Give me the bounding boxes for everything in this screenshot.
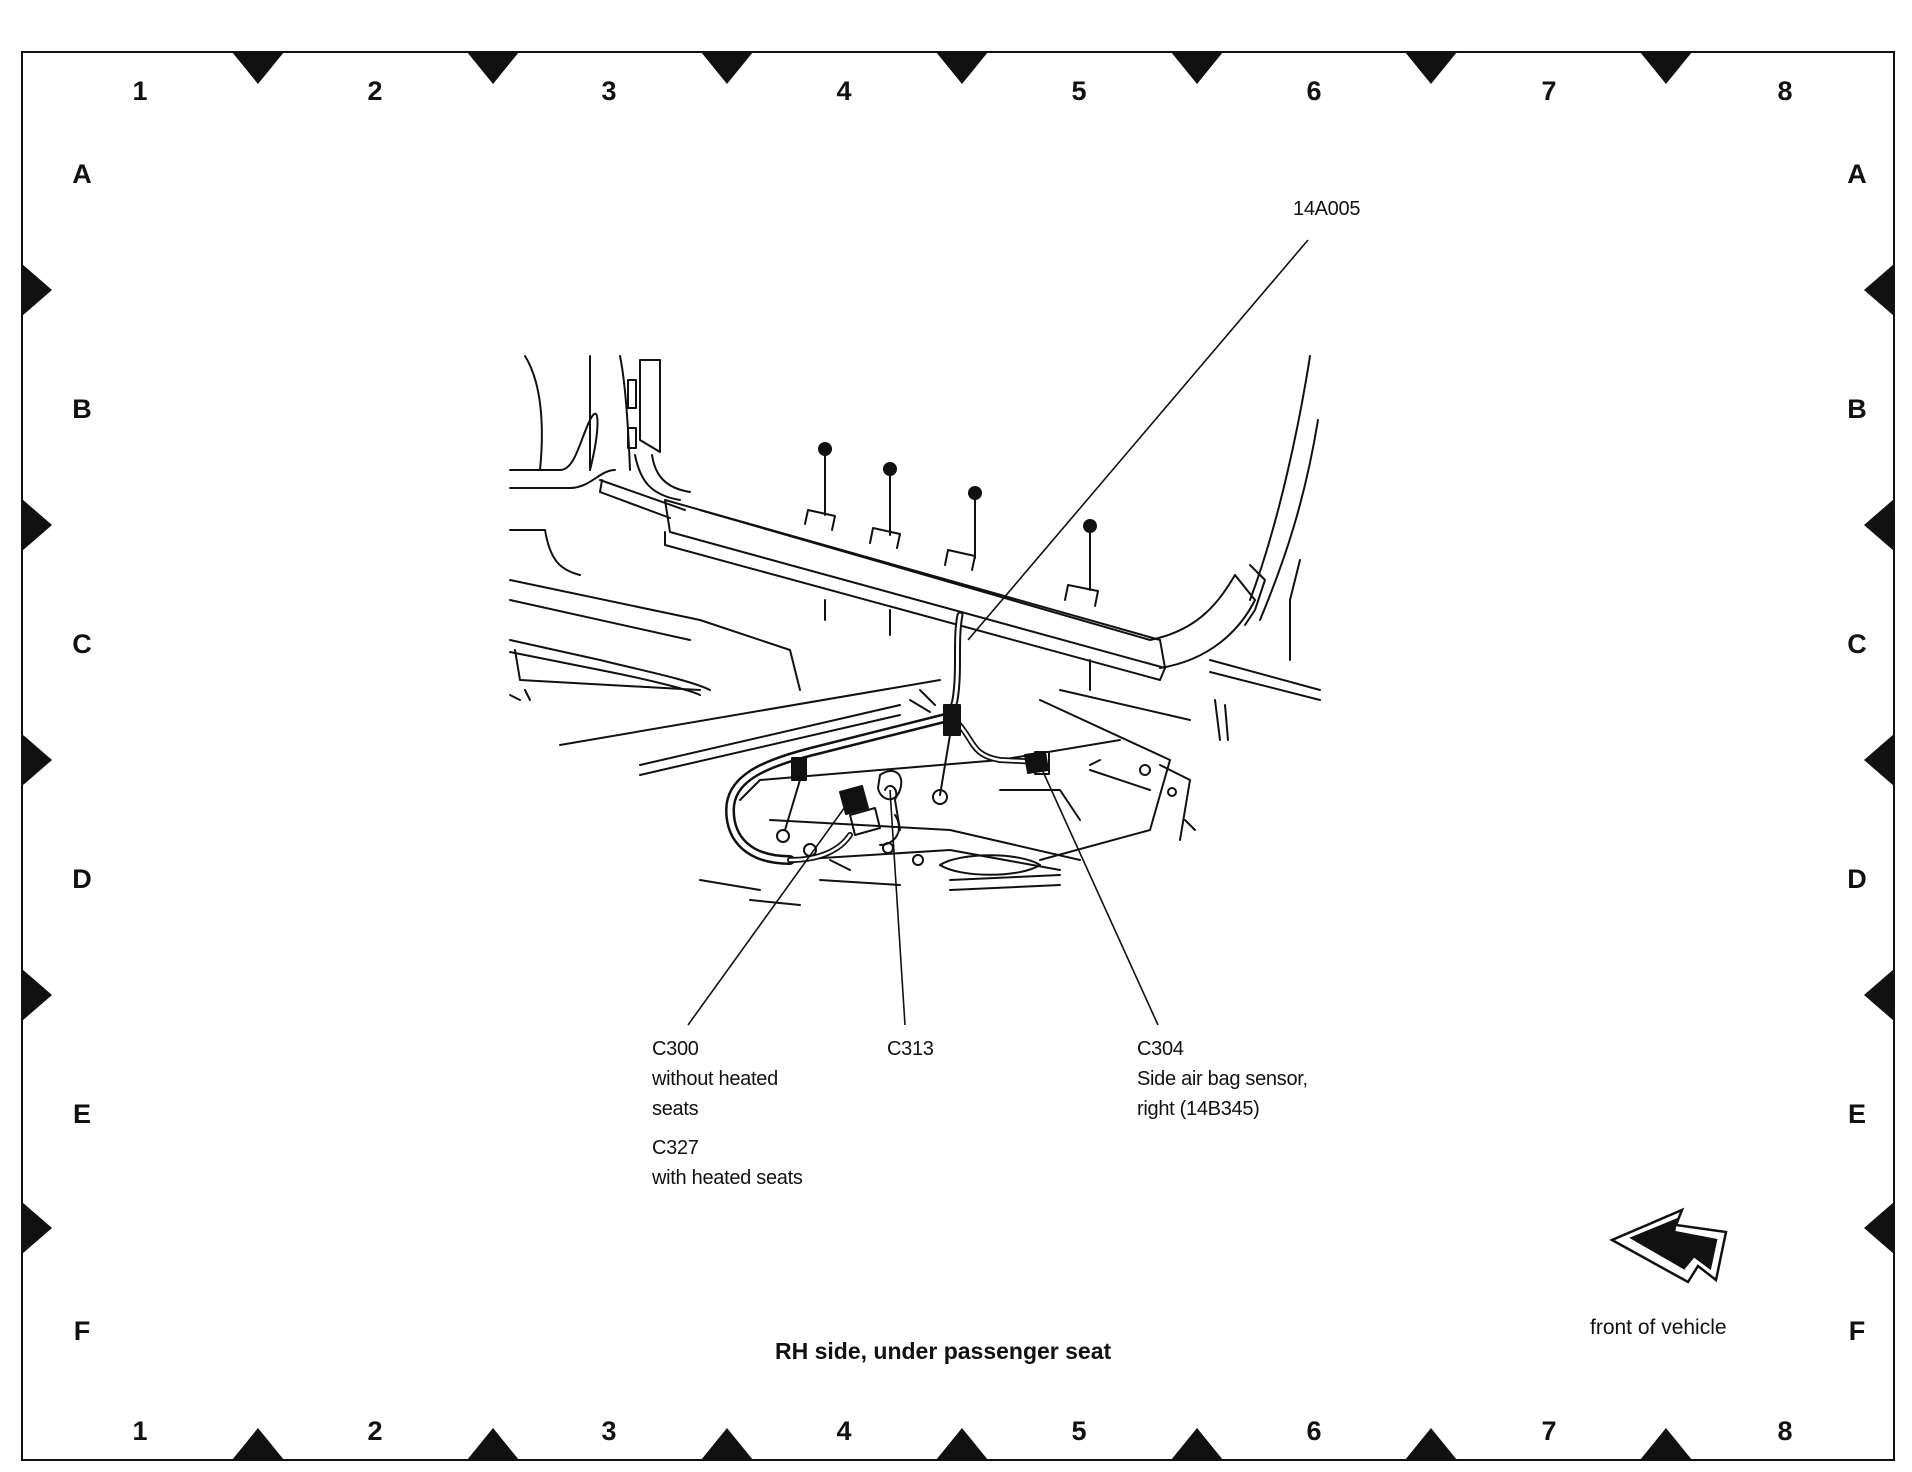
grid-row-left-D: D — [72, 864, 92, 894]
connector-c304 — [1024, 751, 1049, 774]
grid-column-top-5: 5 — [1071, 76, 1087, 106]
grid-column-top-1: 1 — [132, 76, 148, 106]
c300-connector-id: C300 — [652, 1038, 699, 1060]
grid-column-bottom-4: 4 — [836, 1416, 852, 1446]
grid-column-top-7: 7 — [1541, 76, 1557, 106]
grid-column-bottom-2: 2 — [367, 1416, 383, 1446]
grid-marker-bottom-4 — [936, 1428, 988, 1460]
grid-row-left-F: F — [73, 1316, 91, 1346]
grid-marker-left-5 — [22, 1202, 52, 1254]
grid-row-right-E: E — [1847, 1099, 1866, 1129]
grid-marker-left-1 — [22, 264, 52, 316]
callout-c313: C313 — [887, 1034, 934, 1064]
grid-marker-right-3 — [1864, 734, 1894, 786]
grid-marker-bottom-3 — [701, 1428, 753, 1460]
harness-id: 14A005 — [1293, 198, 1361, 220]
c304-connector-id: C304 — [1137, 1038, 1184, 1060]
grid-marker-bottom-5 — [1171, 1428, 1223, 1460]
grid-marker-bottom-1 — [232, 1428, 284, 1460]
grid-row-left-E: E — [72, 1099, 91, 1129]
leader-14a005 — [967, 239, 1309, 641]
grid-marker-top-2 — [467, 52, 519, 84]
grid-marker-bottom-2 — [467, 1428, 519, 1460]
grid-column-top-2: 2 — [367, 76, 383, 106]
callout-14a005: 14A005 — [1293, 194, 1360, 224]
leader-c313 — [889, 789, 906, 1026]
grid-row-left-B: B — [72, 394, 92, 424]
grid-column-bottom-3: 3 — [601, 1416, 617, 1446]
sheet-border — [21, 51, 1895, 1461]
grid-marker-bottom-7 — [1640, 1428, 1692, 1460]
grid-row-right-C: C — [1847, 629, 1867, 659]
callout-c327: C327 with heated seats — [652, 1133, 803, 1193]
grid-column-bottom-8: 8 — [1777, 1416, 1793, 1446]
grid-column-bottom-6: 6 — [1306, 1416, 1322, 1446]
grid-row-right-D: D — [1847, 864, 1867, 894]
grid-marker-top-1 — [232, 52, 284, 84]
grid-column-bottom-5: 5 — [1071, 1416, 1087, 1446]
grid-marker-left-3 — [22, 734, 52, 786]
view-caption: RH side, under passenger seat — [775, 1338, 1112, 1364]
c304-note-line2: right (14B345) — [1137, 1098, 1260, 1120]
front-of-vehicle-label: front of vehicle — [1590, 1316, 1727, 1339]
vehicle-floor-illustration — [509, 355, 1321, 906]
grid-marker-top-7 — [1640, 52, 1692, 84]
leader-c300 — [687, 799, 851, 1026]
leader-c304 — [1039, 764, 1159, 1026]
callout-c304: C304 Side air bag sensor, right (14B345) — [1137, 1034, 1308, 1124]
grid-marker-right-1 — [1864, 264, 1894, 316]
grid-marker-right-5 — [1864, 1202, 1894, 1254]
grid-row-left-C: C — [72, 629, 92, 659]
grid-marker-bottom-6 — [1405, 1428, 1457, 1460]
grid-row-right-A: A — [1847, 159, 1867, 189]
callout-c300: C300 without heated seats — [652, 1034, 778, 1124]
grid-marker-right-2 — [1864, 499, 1894, 551]
screws — [818, 442, 1097, 691]
grid-column-bottom-7: 7 — [1541, 1416, 1557, 1446]
c313-connector-id: C313 — [887, 1038, 934, 1060]
c300-note-line1: without heated — [652, 1068, 778, 1090]
c304-note-line1: Side air bag sensor, — [1137, 1068, 1308, 1090]
grid-column-top-3: 3 — [601, 76, 617, 106]
grid-marker-left-2 — [22, 499, 52, 551]
c300-note-line2: seats — [652, 1098, 699, 1120]
direction-arrow-icon — [1609, 1207, 1728, 1284]
callout-leaders — [687, 239, 1309, 1026]
grid-marker-right-4 — [1864, 969, 1894, 1021]
grid-row-right-B: B — [1847, 394, 1867, 424]
connector-c313 — [877, 770, 903, 846]
grid-marker-left-4 — [22, 969, 52, 1021]
grid-marker-top-5 — [1171, 52, 1223, 84]
grid-marker-top-6 — [1405, 52, 1457, 84]
grid-row-right-F: F — [1848, 1316, 1866, 1346]
c327-connector-id: C327 — [652, 1137, 699, 1159]
grid-column-top-6: 6 — [1306, 76, 1322, 106]
grid-row-left-A: A — [72, 159, 92, 189]
c327-note: with heated seats — [652, 1167, 803, 1189]
grid-marker-top-3 — [701, 52, 753, 84]
grid-column-bottom-1: 1 — [132, 1416, 148, 1446]
grid-column-top-4: 4 — [836, 76, 852, 106]
connector-c300-c327 — [839, 785, 881, 836]
grid-marker-top-4 — [936, 52, 988, 84]
grid-markers — [22, 52, 1894, 1460]
grid-column-top-8: 8 — [1777, 76, 1793, 106]
